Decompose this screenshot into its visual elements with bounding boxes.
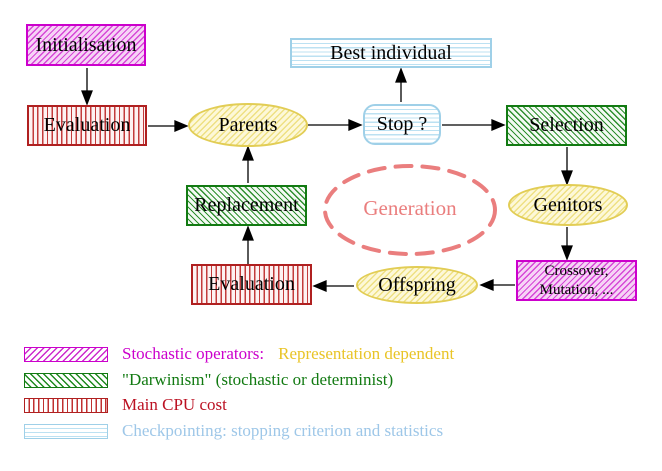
legend-label-stochastic: Stochastic operators: — [122, 344, 265, 363]
legend-row-cpu-cost: Main CPU cost — [0, 395, 662, 415]
magenta-hatch-swatch — [24, 346, 108, 362]
crossover-line1: Crossover, — [544, 262, 609, 279]
arrow-crossover-to-offspring — [479, 279, 515, 291]
arrow-evaluation-to-parents — [148, 120, 189, 132]
node-stop: Stop ? — [363, 104, 441, 145]
arrow-initialisation-to-evaluation — [81, 68, 93, 106]
node-offspring: Offspring — [356, 266, 478, 304]
node-initialisation: Initialisation — [26, 24, 146, 66]
legend-row-checkpointing: Checkpointing: stopping criterion and st… — [0, 421, 662, 441]
legend-row-stochastic: Stochastic operators: Representation dep… — [0, 344, 662, 364]
legend-label-representation: Representation dependent — [278, 344, 455, 363]
legend-label-darwinism: "Darwinism" (stochastic or determinist) — [122, 370, 394, 389]
arrow-stop-to-best-individual — [395, 67, 407, 102]
arrow-stop-to-selection — [442, 119, 506, 131]
arrow-replacement-to-parents — [242, 145, 254, 183]
cyan-stripes-swatch — [24, 423, 108, 439]
node-replacement: Replacement — [186, 185, 307, 226]
red-stripes-swatch — [24, 397, 108, 413]
green-hatch-swatch — [24, 372, 108, 388]
arrow-offspring-to-evaluation — [312, 280, 354, 292]
arrow-parents-to-stop — [308, 119, 363, 131]
node-parents: Parents — [188, 103, 308, 147]
node-best-individual: Best individual — [290, 38, 492, 68]
generation-label: Generation — [363, 196, 457, 220]
arrow-selection-to-genitors — [561, 147, 573, 186]
legend-label-cpu-cost: Main CPU cost — [122, 395, 227, 414]
arrow-evaluation-to-replacement — [242, 225, 254, 264]
crossover-label: Crossover, Mutation, ... — [540, 262, 614, 300]
node-evaluation-top: Evaluation — [27, 105, 147, 146]
arrow-genitors-to-crossover — [561, 227, 573, 261]
node-crossover-mutation: Crossover, Mutation, ... — [516, 260, 637, 301]
node-evaluation-bottom: Evaluation — [191, 264, 312, 305]
crossover-line2: Mutation, ... — [539, 281, 614, 298]
legend-row-darwinism: "Darwinism" (stochastic or determinist) — [0, 370, 662, 390]
node-selection: Selection — [506, 105, 627, 146]
node-genitors: Genitors — [508, 184, 628, 226]
legend-label-checkpointing: Checkpointing: stopping criterion and st… — [122, 421, 444, 440]
